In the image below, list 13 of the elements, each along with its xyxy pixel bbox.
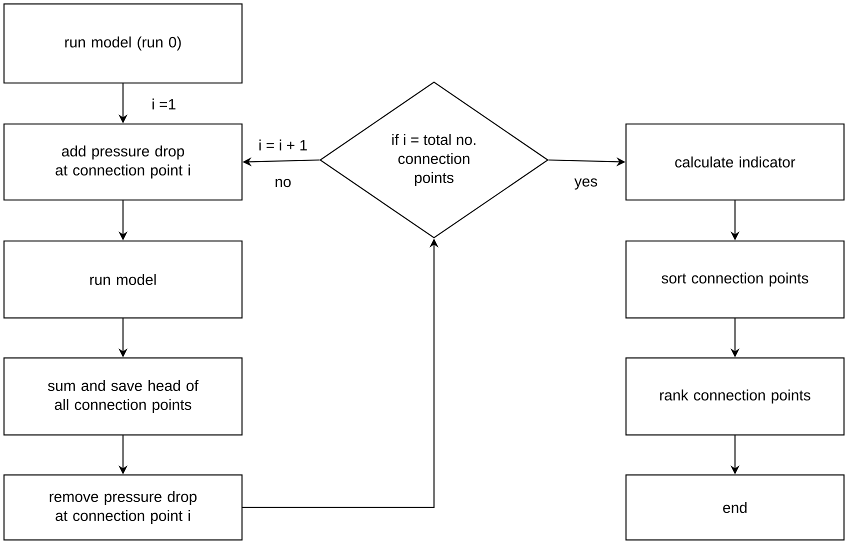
process-box: sort connection points [625, 240, 845, 319]
edge-label: i = i + 1 [259, 140, 307, 150]
process-box: end [625, 474, 845, 541]
process-box: sum and save head of all connection points [3, 357, 243, 436]
process-box: remove pressure drop at connection point i [3, 474, 243, 541]
branch-label: no [276, 178, 291, 188]
process-box: run model (run 0) [3, 3, 243, 84]
process-box: run model [3, 240, 243, 319]
edge-label: i =1 [152, 98, 176, 110]
process-box: calculate indicator [625, 123, 845, 201]
process-box: add pressure drop at connection point i [3, 123, 243, 201]
edge-label: yes [574, 178, 598, 190]
process-box: rank connection points [625, 357, 845, 436]
